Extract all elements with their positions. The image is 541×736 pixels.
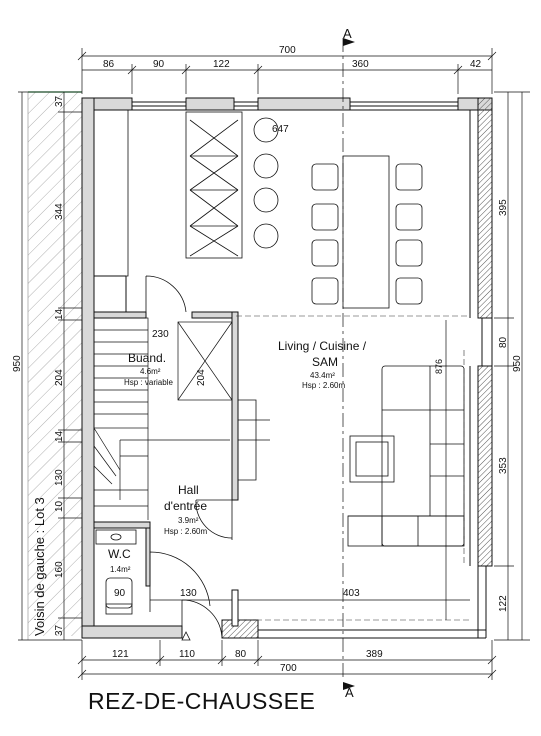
dim-bottom-d4: 389 <box>366 649 383 660</box>
dim-left-d2: 344 <box>54 203 65 220</box>
dim-left-d5: 14 <box>54 430 65 442</box>
plan-title: REZ-DE-CHAUSSEE <box>88 688 316 714</box>
dim-living-width: 403 <box>343 588 360 599</box>
dim-wc-width: 90 <box>114 588 126 599</box>
dim-bottom-d2: 110 <box>179 649 195 660</box>
section-label-top: A <box>343 26 352 41</box>
kitchen-counter <box>93 109 279 277</box>
neighbor-label: Voisin de gauche : Lot 3 <box>32 497 47 636</box>
wc-area: 1.4m² <box>110 565 131 574</box>
dim-top-d3: 122 <box>213 59 230 70</box>
dim-living-height: 876 <box>434 359 444 374</box>
interior-dim-lines <box>150 320 470 620</box>
dim-bottom-total: 700 <box>280 663 297 674</box>
buand-height: Hsp : variable <box>124 378 173 387</box>
wc-fixtures <box>95 529 137 615</box>
dim-right-d2: 80 <box>498 336 509 348</box>
dim-left-d1: 37 <box>54 95 65 107</box>
dining-table <box>311 155 423 309</box>
section-arrow-bottom <box>343 682 355 690</box>
dim-hall-width: 130 <box>180 588 197 599</box>
living-name-1: Living / Cuisine / <box>278 339 367 353</box>
top-dimensions <box>77 48 497 94</box>
living-height: Hsp : 2.60m <box>302 381 345 390</box>
hall-height: Hsp : 2.60m <box>164 527 207 536</box>
dim-right-total: 950 <box>512 355 523 372</box>
section-arrow-top <box>343 38 355 46</box>
dim-buand-width: 230 <box>152 329 169 340</box>
neighbor-strip <box>27 91 82 640</box>
dim-top-total: 700 <box>279 45 296 56</box>
wc-name: W.C <box>108 547 131 561</box>
exterior-walls <box>81 97 493 639</box>
dim-right-d1: 395 <box>498 199 509 216</box>
dim-top-d1: 86 <box>103 59 115 70</box>
dim-right-d4: 122 <box>498 595 509 612</box>
dim-top-d4: 360 <box>352 59 369 70</box>
sofa <box>347 365 465 547</box>
interior-walls <box>93 275 239 627</box>
dim-left-d4: 204 <box>54 369 65 386</box>
dim-left-d6: 130 <box>54 469 65 486</box>
dim-bottom-d3: 80 <box>235 649 247 660</box>
bottom-dimensions <box>77 640 497 680</box>
dashed-lines <box>236 315 470 621</box>
dim-left-d9: 37 <box>54 624 65 636</box>
dim-top-d5: 42 <box>470 59 482 70</box>
buand-area: 4.6m² <box>140 367 161 376</box>
hall-area: 3.9m² <box>178 516 199 525</box>
dim-top-d2: 90 <box>153 59 165 70</box>
living-name-2: SAM <box>312 355 338 369</box>
right-dimensions <box>494 91 530 641</box>
entrance-arrow <box>181 631 191 641</box>
staircase <box>93 317 233 520</box>
dim-left-d3: 14 <box>54 308 65 320</box>
dim-left-d8: 160 <box>54 561 65 578</box>
buand-name: Buand. <box>128 351 166 365</box>
hall-name-1: Hall <box>178 483 199 497</box>
dim-left-d7: 10 <box>54 500 65 512</box>
dim-right-d3: 353 <box>498 457 509 474</box>
doors <box>145 275 270 639</box>
counter-dim: 647 <box>272 124 289 135</box>
living-area: 43.4m² <box>310 371 335 380</box>
dim-left-total: 950 <box>12 355 23 372</box>
left-dimensions <box>18 91 82 641</box>
section-label-bottom: A <box>345 685 354 700</box>
dim-bottom-d1: 121 <box>112 649 129 660</box>
hall-name-2: d'entrée <box>164 499 207 513</box>
dim-buand-height: 204 <box>196 369 207 386</box>
